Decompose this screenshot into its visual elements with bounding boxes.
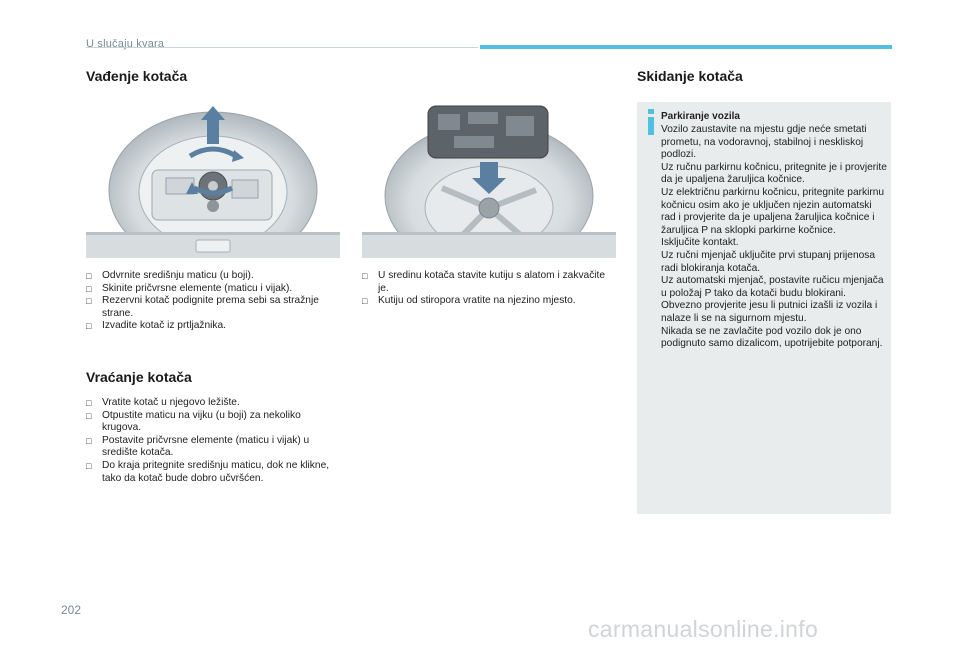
list-item: □Skinite pričvrsne elemente (maticu i vi… xyxy=(86,282,293,294)
header-accent-bar xyxy=(480,45,892,49)
removal-steps-list: □Odvrnite središnju maticu (u boji). □Sk… xyxy=(86,270,342,333)
info-line: Uz automatski mjenjač, postavite ručicu … xyxy=(661,275,884,299)
checkbox-icon: □ xyxy=(86,271,92,281)
list-item: □Izvadite kotač iz prtljažnika. xyxy=(86,320,227,332)
header-divider xyxy=(86,47,478,48)
list-item: □Odvrnite središnju maticu (u boji). xyxy=(86,270,254,281)
toolbox-refit-illustration xyxy=(362,100,616,258)
list-item: □Do kraja pritegnite središnju maticu, d… xyxy=(86,459,330,484)
spare-wheel-removal-illustration xyxy=(86,100,340,258)
info-line: Uz električnu parkirnu kočnicu, pritegni… xyxy=(661,186,885,236)
checkbox-icon: □ xyxy=(86,321,92,332)
checkbox-icon: □ xyxy=(86,410,92,421)
refit-steps-list: □Vratite kotač u njegovo ležište. □Otpus… xyxy=(86,397,342,485)
list-item: □Vratite kotač u njegovo ležište. xyxy=(86,397,240,408)
list-item: □Kutiju od stiropora vratite na njezino … xyxy=(362,295,576,307)
title-removing-wheel: Vađenje kotača xyxy=(86,68,188,84)
info-line: Vozilo zaustavite na mjestu gdje neće sm… xyxy=(661,124,867,161)
section-header: U slučaju kvara xyxy=(86,38,165,50)
info-line: Isključite kontakt. xyxy=(661,237,739,249)
checkbox-icon: □ xyxy=(362,271,368,281)
info-box-body: Vozilo zaustavite na mjestu gdje neće sm… xyxy=(661,124,889,351)
info-line: Uz ručnu parkirnu kočnicu, pritegnite je… xyxy=(661,161,887,186)
info-line: Uz ručni mjenjač uključite prvi stupanj … xyxy=(661,249,876,274)
parking-info-box: Parkiranje vozila Vozilo zaustavite na m… xyxy=(637,102,891,514)
toolbox-steps-list: □U sredinu kotača stavite kutiju s alato… xyxy=(362,270,618,308)
checkbox-icon: □ xyxy=(86,283,92,294)
watermark: carmanualsonline.info xyxy=(588,616,819,642)
list-item: □Rezervni kotač podignite prema sebi sa … xyxy=(86,295,319,319)
page-number: 202 xyxy=(61,603,82,617)
checkbox-icon: □ xyxy=(86,296,92,307)
list-item: □Otpustite maticu na vijku (u boji) za n… xyxy=(86,409,301,434)
info-line: Obvezno provjerite jesu li putnici izašl… xyxy=(661,300,878,324)
checkbox-icon: □ xyxy=(362,296,368,307)
checkbox-icon: □ xyxy=(86,460,92,471)
info-line: Nikada se ne zavlačite pod vozilo dok je… xyxy=(661,325,883,350)
title-taking-off-wheel: Skidanje kotača xyxy=(637,68,743,84)
list-item: □Postavite pričvrsne elemente (maticu i … xyxy=(86,434,310,459)
list-item: □U sredinu kotača stavite kutiju s alato… xyxy=(362,270,606,294)
checkbox-icon: □ xyxy=(86,398,92,408)
checkbox-icon: □ xyxy=(86,435,92,446)
info-icon xyxy=(648,109,654,135)
info-box-title: Parkiranje vozila xyxy=(661,111,740,122)
title-refitting-wheel: Vraćanje kotača xyxy=(86,369,192,385)
